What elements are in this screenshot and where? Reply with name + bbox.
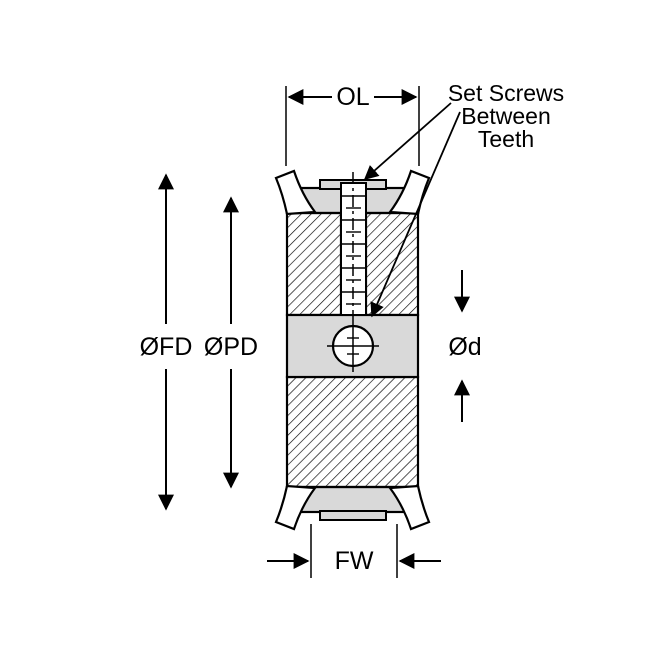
hatched-section-top-left xyxy=(285,211,343,317)
dimension-face-width: FW xyxy=(267,524,441,578)
thread-marks xyxy=(342,195,365,305)
set-screws-text-line2: Between xyxy=(461,103,551,129)
set-screws-text-line1: Set Screws xyxy=(448,80,564,106)
hatched-section-bottom xyxy=(285,375,420,489)
set-screw-leader-bore xyxy=(370,111,461,318)
flange-bottom-right xyxy=(387,484,431,531)
pd-label: ØPD xyxy=(204,333,258,361)
ol-label: OL xyxy=(336,83,369,111)
fw-label: FW xyxy=(335,547,374,575)
d-label: Ød xyxy=(448,333,481,361)
set-screws-annotation: Set Screws Between Teeth xyxy=(363,80,564,318)
flange-top-left xyxy=(274,169,318,216)
fd-label: ØFD xyxy=(140,333,193,361)
set-screw-leader-top xyxy=(363,102,452,180)
bottom-teeth-cap xyxy=(319,510,387,521)
dimension-flange-diameter: ØFD xyxy=(140,173,193,511)
dimension-pitch-diameter: ØPD xyxy=(204,196,258,489)
set-screws-text-line3: Teeth xyxy=(478,126,534,152)
dimension-bore-diameter: Ød xyxy=(448,270,482,422)
flange-bottom-left xyxy=(274,484,318,531)
dimension-overall-length: OL xyxy=(285,83,420,166)
set-screw-hole xyxy=(327,320,379,372)
pulley-body xyxy=(274,169,431,531)
